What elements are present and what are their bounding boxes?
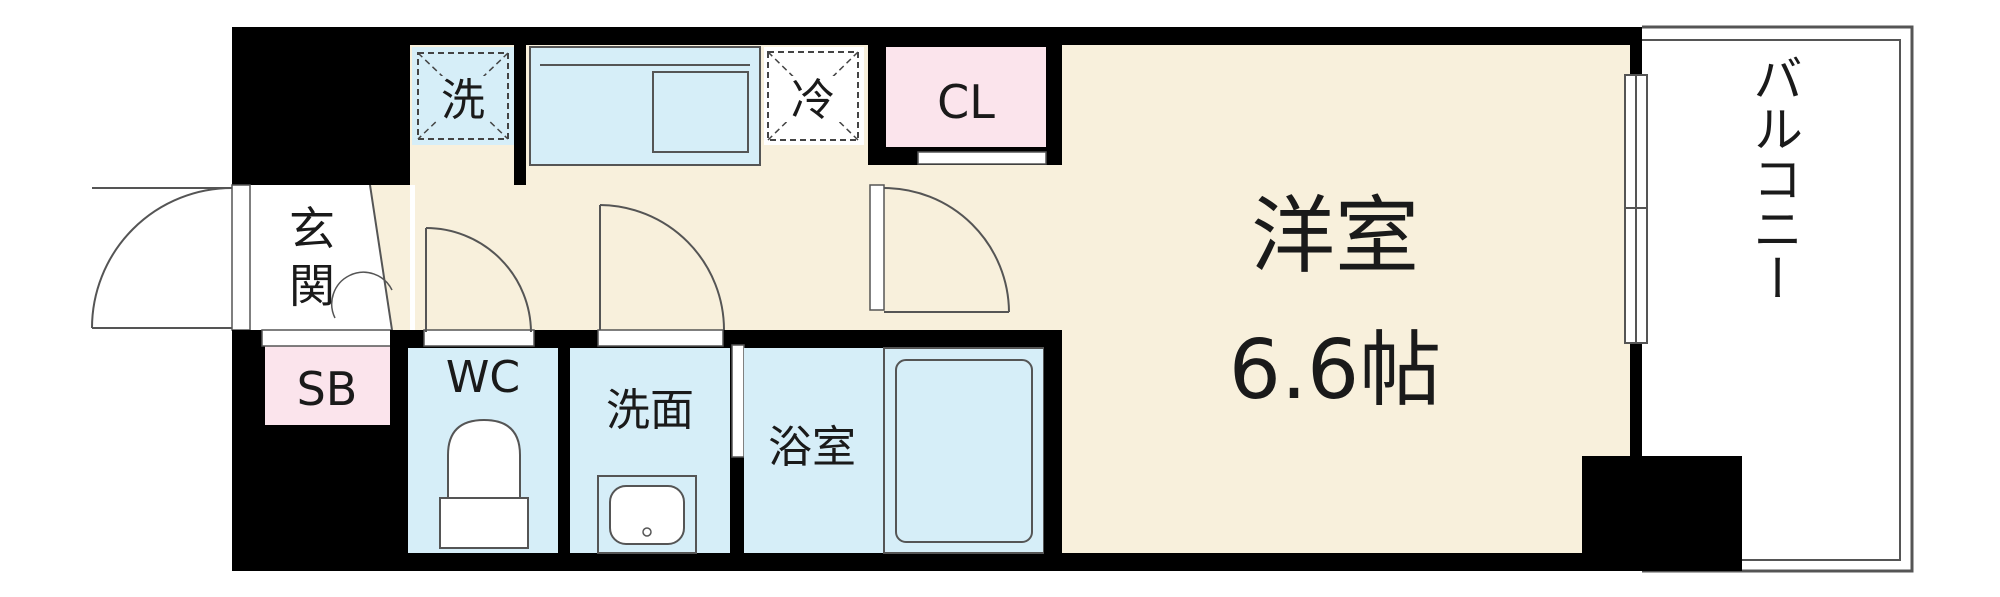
- washer-label-bg: [436, 76, 488, 122]
- closet-label: CL: [937, 75, 995, 129]
- washroom-door-arc: [599, 204, 725, 331]
- entrance-label-2: 関: [289, 259, 335, 313]
- entrance-door-frame: [231, 184, 251, 331]
- toilet-label: WC: [446, 352, 520, 403]
- basin-drain: [642, 527, 652, 537]
- balcony-label: バルコニー: [1745, 53, 1803, 303]
- fridge-outline: [767, 51, 859, 141]
- area-label: 6.6帖: [1229, 323, 1441, 418]
- lower-left-wall: [232, 330, 262, 571]
- washer-label: 洗: [441, 75, 485, 126]
- bathtub-inner: [895, 359, 1033, 543]
- western-room-floor: [1062, 45, 1630, 553]
- bathroom-label: 浴室: [768, 422, 856, 473]
- basin: [609, 485, 685, 545]
- closet-door: [917, 151, 1047, 165]
- western-room-label: 洋室: [1251, 187, 1419, 285]
- shoe-box-door: [261, 329, 393, 347]
- bathroom-right-wall: [1044, 330, 1062, 571]
- kitchen-divider-wall: [514, 45, 526, 185]
- entrance-door-arc: [91, 187, 233, 329]
- toilet-right-wall: [558, 330, 570, 571]
- shoe-box-door-arc: [331, 271, 393, 319]
- toilet-door-arc: [425, 227, 532, 333]
- closet: [886, 47, 1046, 147]
- balcony-rail: [1642, 25, 1914, 573]
- washer-outline: [417, 52, 509, 140]
- hall-to-room: [868, 165, 1062, 330]
- room-door-arc: [883, 187, 1010, 313]
- washroom-label: 洗面: [606, 385, 694, 436]
- toilet-left-wall: [390, 330, 408, 571]
- bathroom-door: [731, 344, 745, 458]
- fridge-label: 冷: [791, 75, 835, 126]
- upper-left-wall: [232, 27, 410, 185]
- washroom-door: [597, 329, 724, 347]
- corner-pillar: [1582, 456, 1642, 571]
- kitchen-sink: [652, 71, 749, 153]
- toilet-door: [423, 329, 535, 347]
- entrance-label-1: 玄: [289, 202, 335, 256]
- step-line: [369, 184, 393, 331]
- toilet-tank: [439, 497, 529, 549]
- shoe-box-label: SB: [297, 362, 358, 416]
- entrance-step: [370, 185, 410, 330]
- closet-right-wall: [1046, 45, 1062, 165]
- balcony-rail-inner: [1642, 39, 1901, 561]
- room-door-frame: [869, 184, 885, 311]
- shoe-box: [265, 345, 390, 425]
- fridge-label-bg: [784, 76, 842, 122]
